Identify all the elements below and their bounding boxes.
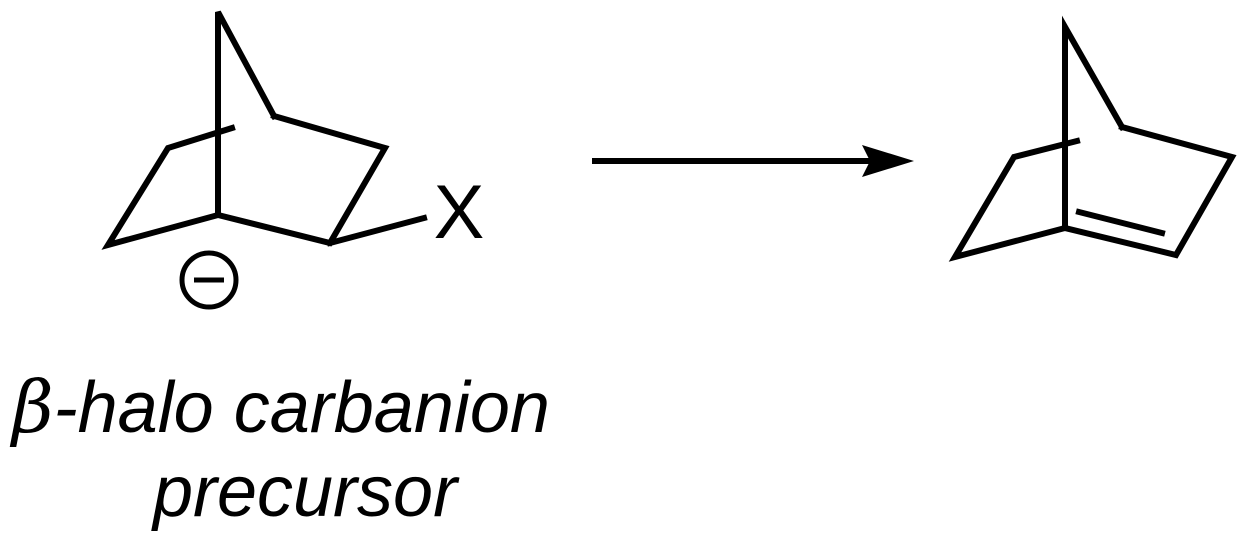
reactant-methylene-bridge [215, 10, 279, 218]
product-methylene-bridge [1062, 15, 1127, 231]
product-left-ring-bonds [948, 137, 1081, 262]
product-right-ring-bonds [1061, 123, 1237, 259]
reactant-right-ring-bonds [214, 112, 390, 247]
reaction-arrow [592, 145, 914, 177]
caption-greek-prefix: β [9, 365, 54, 449]
reactant-molecule: X [101, 10, 485, 310]
reactant-caption: β-halo carbanion precursor [9, 365, 550, 532]
caption-line-1: β-halo carbanion [9, 365, 550, 449]
reactant-left-ring-bonds [101, 124, 236, 250]
caption-line-1-text: -halo carbanion [54, 368, 550, 448]
reaction-arrow-head [862, 145, 914, 177]
product-double-bond-inner-line [1075, 208, 1166, 237]
reactant-c-x-bond [326, 214, 428, 247]
substituent-x-label: X [434, 170, 485, 255]
negative-charge-icon [179, 250, 239, 310]
caption-line-2: precursor [151, 452, 460, 532]
product-molecule [948, 15, 1237, 262]
